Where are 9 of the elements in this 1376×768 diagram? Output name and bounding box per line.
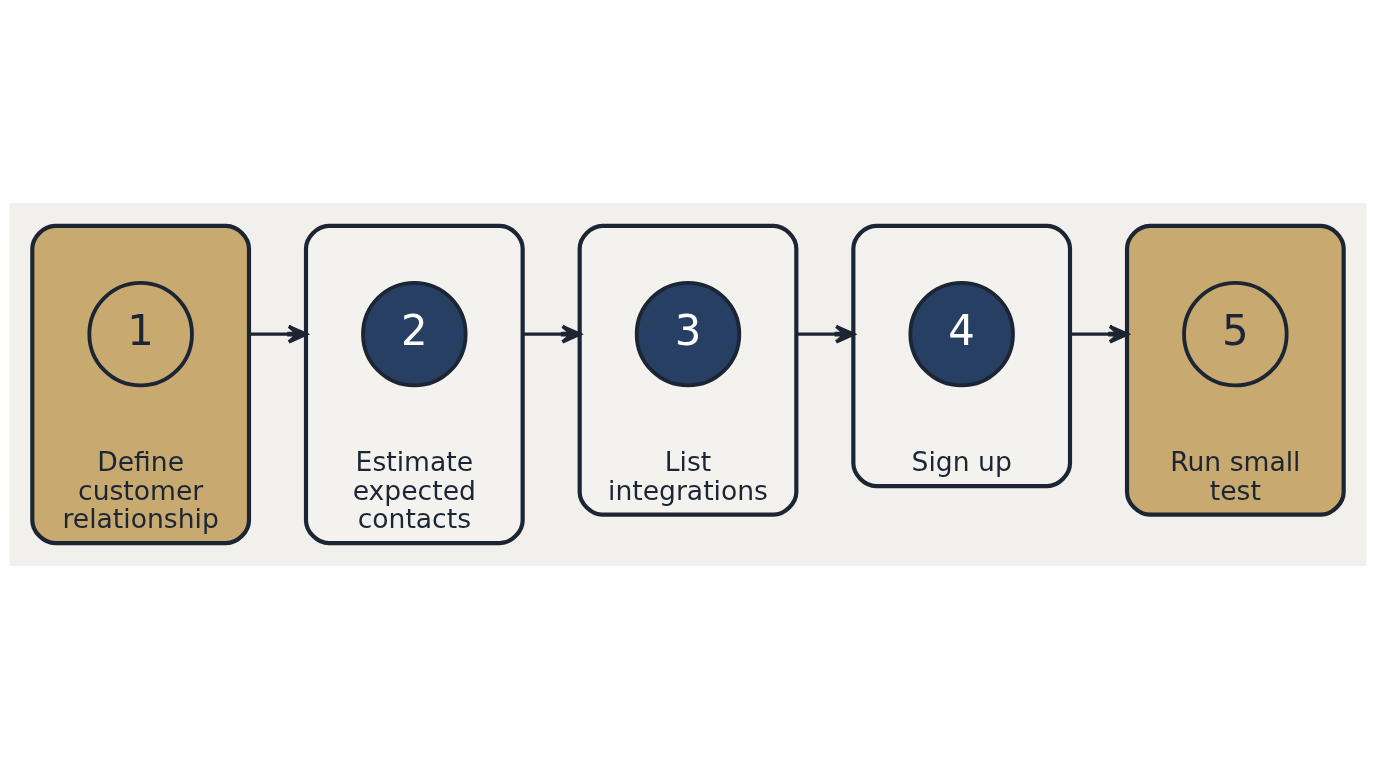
- arrow: [1070, 324, 1129, 344]
- node-circle: 5: [1182, 280, 1289, 387]
- node-circle: 2: [361, 280, 468, 387]
- node-circle: 3: [634, 280, 742, 387]
- node-circle: 1: [87, 280, 194, 387]
- node-circle: 4: [908, 280, 1015, 387]
- arrow: [796, 324, 856, 344]
- arrow: [522, 324, 582, 344]
- arrow: [249, 324, 308, 344]
